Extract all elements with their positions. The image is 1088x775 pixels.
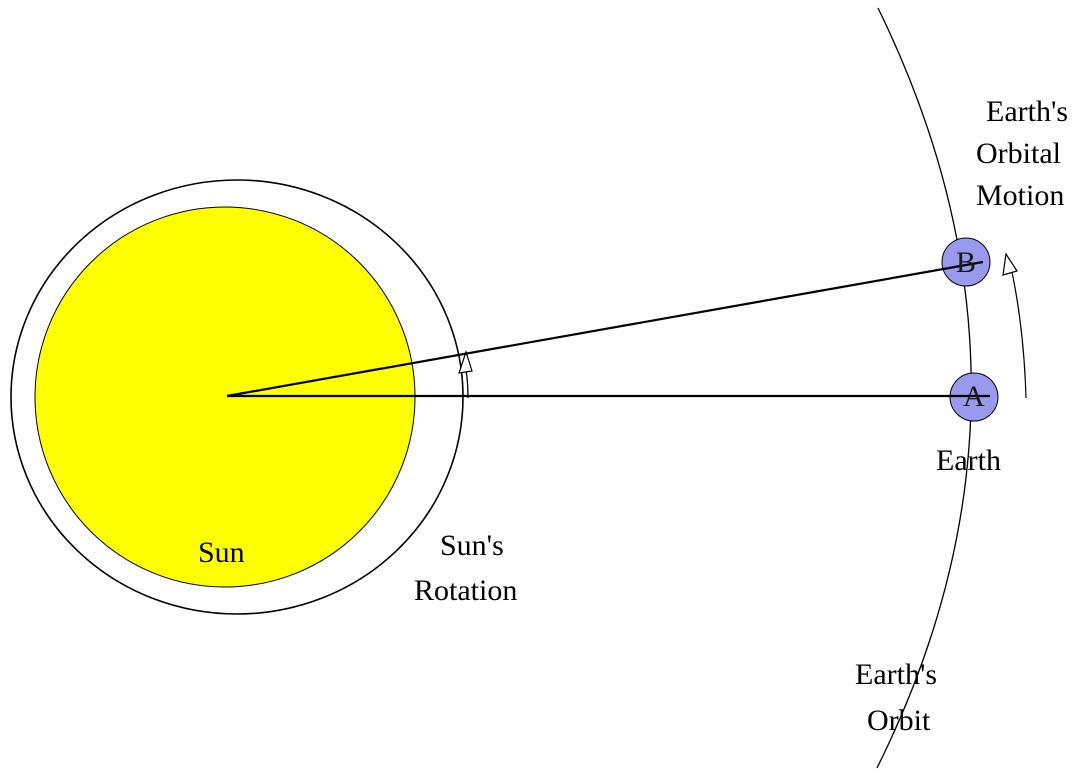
earth-marker-a: A [963,380,985,413]
earth-label: Earth [936,444,1001,477]
sun-rotation-arrowhead [458,350,473,374]
orbital-motion-label-line1: Earth's [986,95,1068,128]
orbital-motion-label-line3: Motion [976,179,1064,212]
earth-marker-b: B [956,246,976,279]
sight-line-b [226,260,984,398]
orbital-motion-arrowhead [1002,252,1018,276]
earth-orbit-label-line1: Earth's [855,658,937,691]
orbital-motion-label-line2: Orbital [976,137,1061,170]
earth-position-b [941,237,991,287]
sun-rotation-label-line1: Sun's [440,529,504,562]
earth-orbit-label-line2: Orbit [867,704,931,737]
orbital-motion-arrow-arc [1011,271,1027,399]
sun-rotation-arrow-arc [465,369,469,399]
sun-label: Sun [198,536,245,569]
sun-rotation-label-line2: Rotation [414,574,517,607]
